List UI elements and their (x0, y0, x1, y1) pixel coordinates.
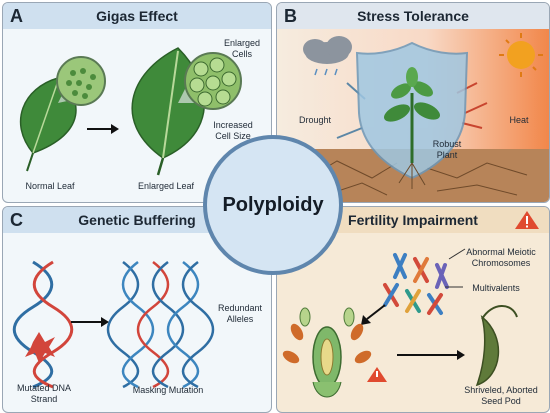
label-abnormal-chromosomes: Abnormal Meiotic Chromosomes (466, 247, 536, 268)
label-mutated-dna: Mutated DNA Strand (16, 383, 72, 404)
label-masking-mutation: Masking Mutation (132, 385, 204, 395)
plant-icon (383, 67, 441, 189)
rain-cloud-icon (303, 36, 352, 76)
panel-title: Fertility Impairment (348, 212, 478, 228)
panel-letter: C (10, 210, 23, 230)
stress-illustration (277, 29, 549, 202)
central-concept-circle: Polyploidy (203, 135, 343, 275)
gigas-illustration (19, 47, 242, 176)
central-title: Polyploidy (222, 193, 324, 216)
mutation-burst-icon (25, 332, 55, 363)
redundant-dna-icons (106, 261, 215, 389)
label-multivalents: Multivalents (472, 283, 520, 293)
mutated-dna-icon (12, 260, 74, 389)
panel-title: Gigas Effect (96, 8, 178, 24)
dna-illustration (12, 260, 215, 389)
fertility-illustration (282, 211, 539, 398)
flower-icon (282, 307, 372, 398)
label-increased-cell-size: Increased Cell Size (213, 120, 253, 141)
small-cells-icon (56, 56, 106, 106)
label-redundant-alleles: Redundant Alleles (217, 303, 263, 324)
sun-icon (499, 33, 543, 77)
label-enlarged-cells: Enlarged Cells (223, 38, 261, 59)
label-enlarged-leaf: Enlarged Leaf (137, 181, 195, 191)
panel-title: Stress Tolerance (357, 8, 469, 24)
arrow-icon (397, 350, 465, 360)
warning-small-icon (367, 367, 387, 382)
label-seed-pod: Shriveled, Aborted Seed Pod (464, 385, 538, 406)
panel-title: Genetic Buffering (78, 212, 196, 228)
label-normal-leaf: Normal Leaf (25, 181, 75, 191)
panel-letter: A (10, 6, 23, 26)
seed-pod-icon (475, 305, 518, 387)
label-heat: Heat (509, 115, 529, 125)
panel-letter: B (284, 6, 297, 26)
chromosomes-icon (383, 253, 449, 315)
label-drought: Drought (298, 115, 332, 125)
warning-icon (515, 211, 539, 229)
panel-header: A Gigas Effect (3, 3, 271, 29)
panel-gigas-effect: A Gigas Effect (2, 2, 272, 203)
arrow-icon (87, 124, 119, 134)
arrow-icon (361, 304, 386, 325)
arrow-icon (71, 317, 109, 327)
label-robust-plant: Robust Plant (432, 139, 462, 160)
large-cells-icon (178, 52, 242, 110)
panel-header: B Stress Tolerance (277, 3, 549, 29)
